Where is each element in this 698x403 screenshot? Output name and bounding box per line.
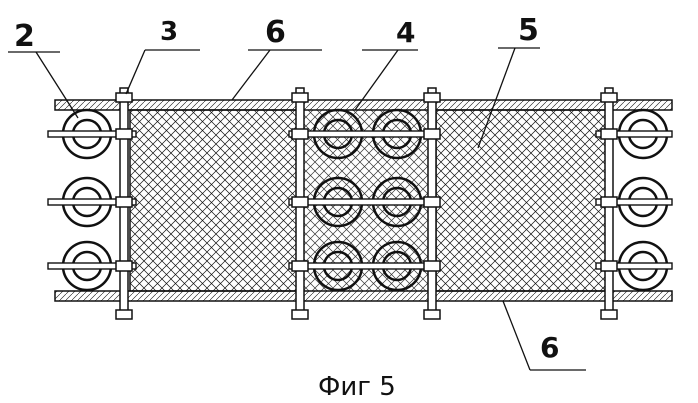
top-plate — [55, 100, 672, 110]
label-6-bottom: 6 — [540, 331, 559, 364]
bottom-plate — [55, 291, 672, 301]
label-4: 4 — [396, 16, 415, 49]
label-6-top: 6 — [265, 15, 286, 50]
label-3: 3 — [160, 17, 178, 47]
label-2: 2 — [14, 19, 35, 54]
figure-caption: Фиг 5 — [318, 372, 396, 402]
label-5: 5 — [518, 13, 539, 48]
